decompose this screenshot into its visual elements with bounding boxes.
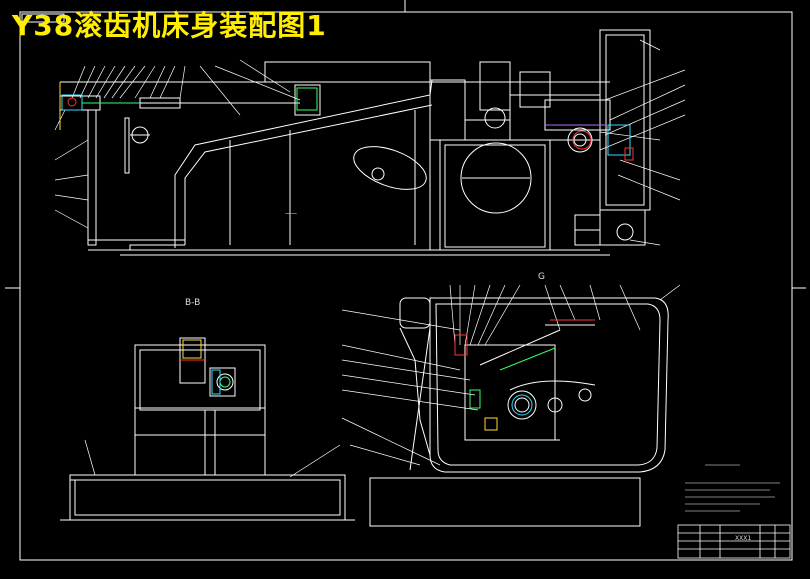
view-g xyxy=(341,284,681,527)
main-front-view: —— xyxy=(21,13,686,256)
section-bb-view xyxy=(60,337,355,521)
section-bb-label: B-B xyxy=(185,298,201,308)
view-g-color-details xyxy=(454,319,595,431)
technical-requirements-block xyxy=(685,464,780,512)
sheet-code: XXX1 xyxy=(735,535,752,542)
drawing-title: Y38滚齿机床身装配图1 xyxy=(12,9,327,42)
main-view-color-details xyxy=(59,82,634,161)
view-g-label: G xyxy=(538,272,545,282)
title-block xyxy=(677,524,791,559)
svg-text:——: —— xyxy=(285,210,297,217)
section-bb-color-details xyxy=(180,339,231,395)
sheet-border xyxy=(19,11,793,561)
